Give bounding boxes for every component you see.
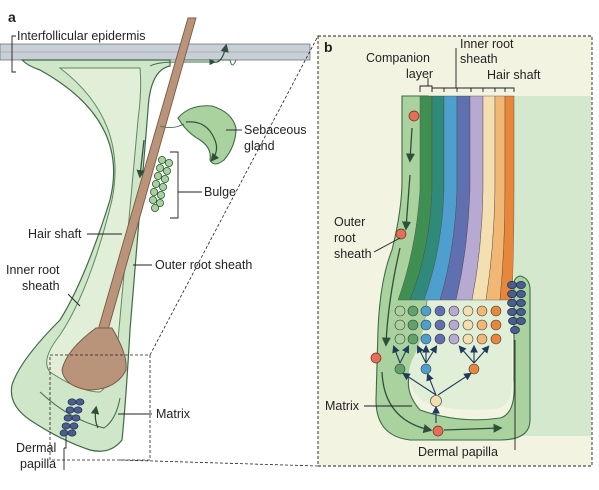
label-inner-root-sheath-a-line1: Inner root [6, 263, 60, 277]
label-outer-root-sheath-b-line1: Outer [334, 215, 365, 229]
label-hair-shaft-a: Hair shaft [28, 227, 82, 241]
stripe-bundle [397, 95, 515, 301]
label-inner-root-sheath-b-line2: sheath [460, 52, 498, 66]
label-bulge: Bulge [204, 185, 236, 199]
zoom-box [49, 354, 151, 461]
outer-root-sheath-b [375, 95, 531, 441]
label-sebaceous-gland-line1: Sebaceous [244, 123, 307, 137]
panel-b-letter: b [324, 39, 333, 55]
bulge-bracket [170, 151, 179, 219]
label-companion-layer-line2: layer [406, 67, 433, 81]
sebaceous-gland-shape [177, 105, 237, 165]
red-marker-cells [370, 110, 444, 437]
label-inner-root-sheath-b-line1: Inner root [460, 37, 514, 51]
matrix-region-b [408, 100, 512, 410]
label-outer-root-sheath-b-line3: sheath [334, 247, 372, 261]
label-dermal-papilla-a-line1: Dermal [16, 441, 56, 455]
label-dermal-papilla-a-line2: papilla [20, 457, 56, 471]
bulge-cells [148, 155, 173, 212]
hair-bulb-shape [61, 327, 127, 391]
label-hair-shaft-b: Hair shaft [487, 68, 541, 82]
lineage-arrows [392, 344, 490, 423]
dermal-papilla-cells-b [507, 281, 526, 334]
matrix-cells-b [394, 305, 502, 407]
panel-a-letter: a [8, 9, 16, 25]
label-interfollicular-epidermis: Interfollicular epidermis [17, 29, 146, 43]
label-sebaceous-gland-line2: gland [244, 139, 275, 153]
panel-b: b [317, 35, 593, 467]
label-companion-layer-line1: Companion [366, 51, 430, 65]
dermal-papilla-cells-a [59, 398, 85, 437]
label-inner-root-sheath-a-line2: sheath [22, 279, 60, 293]
label-dermal-papilla-b: Dermal papilla [418, 445, 498, 459]
label-matrix-a: Matrix [156, 407, 191, 421]
panel-a: a [0, 9, 319, 471]
outer-root-sheath-shape [10, 59, 171, 452]
ors-migration-arrows [381, 127, 503, 434]
epidermis-bracket [11, 35, 16, 73]
label-outer-root-sheath-a: Outer root sheath [155, 258, 252, 272]
label-outer-root-sheath-b-line2: root [334, 231, 356, 245]
label-matrix-b: Matrix [325, 399, 360, 413]
